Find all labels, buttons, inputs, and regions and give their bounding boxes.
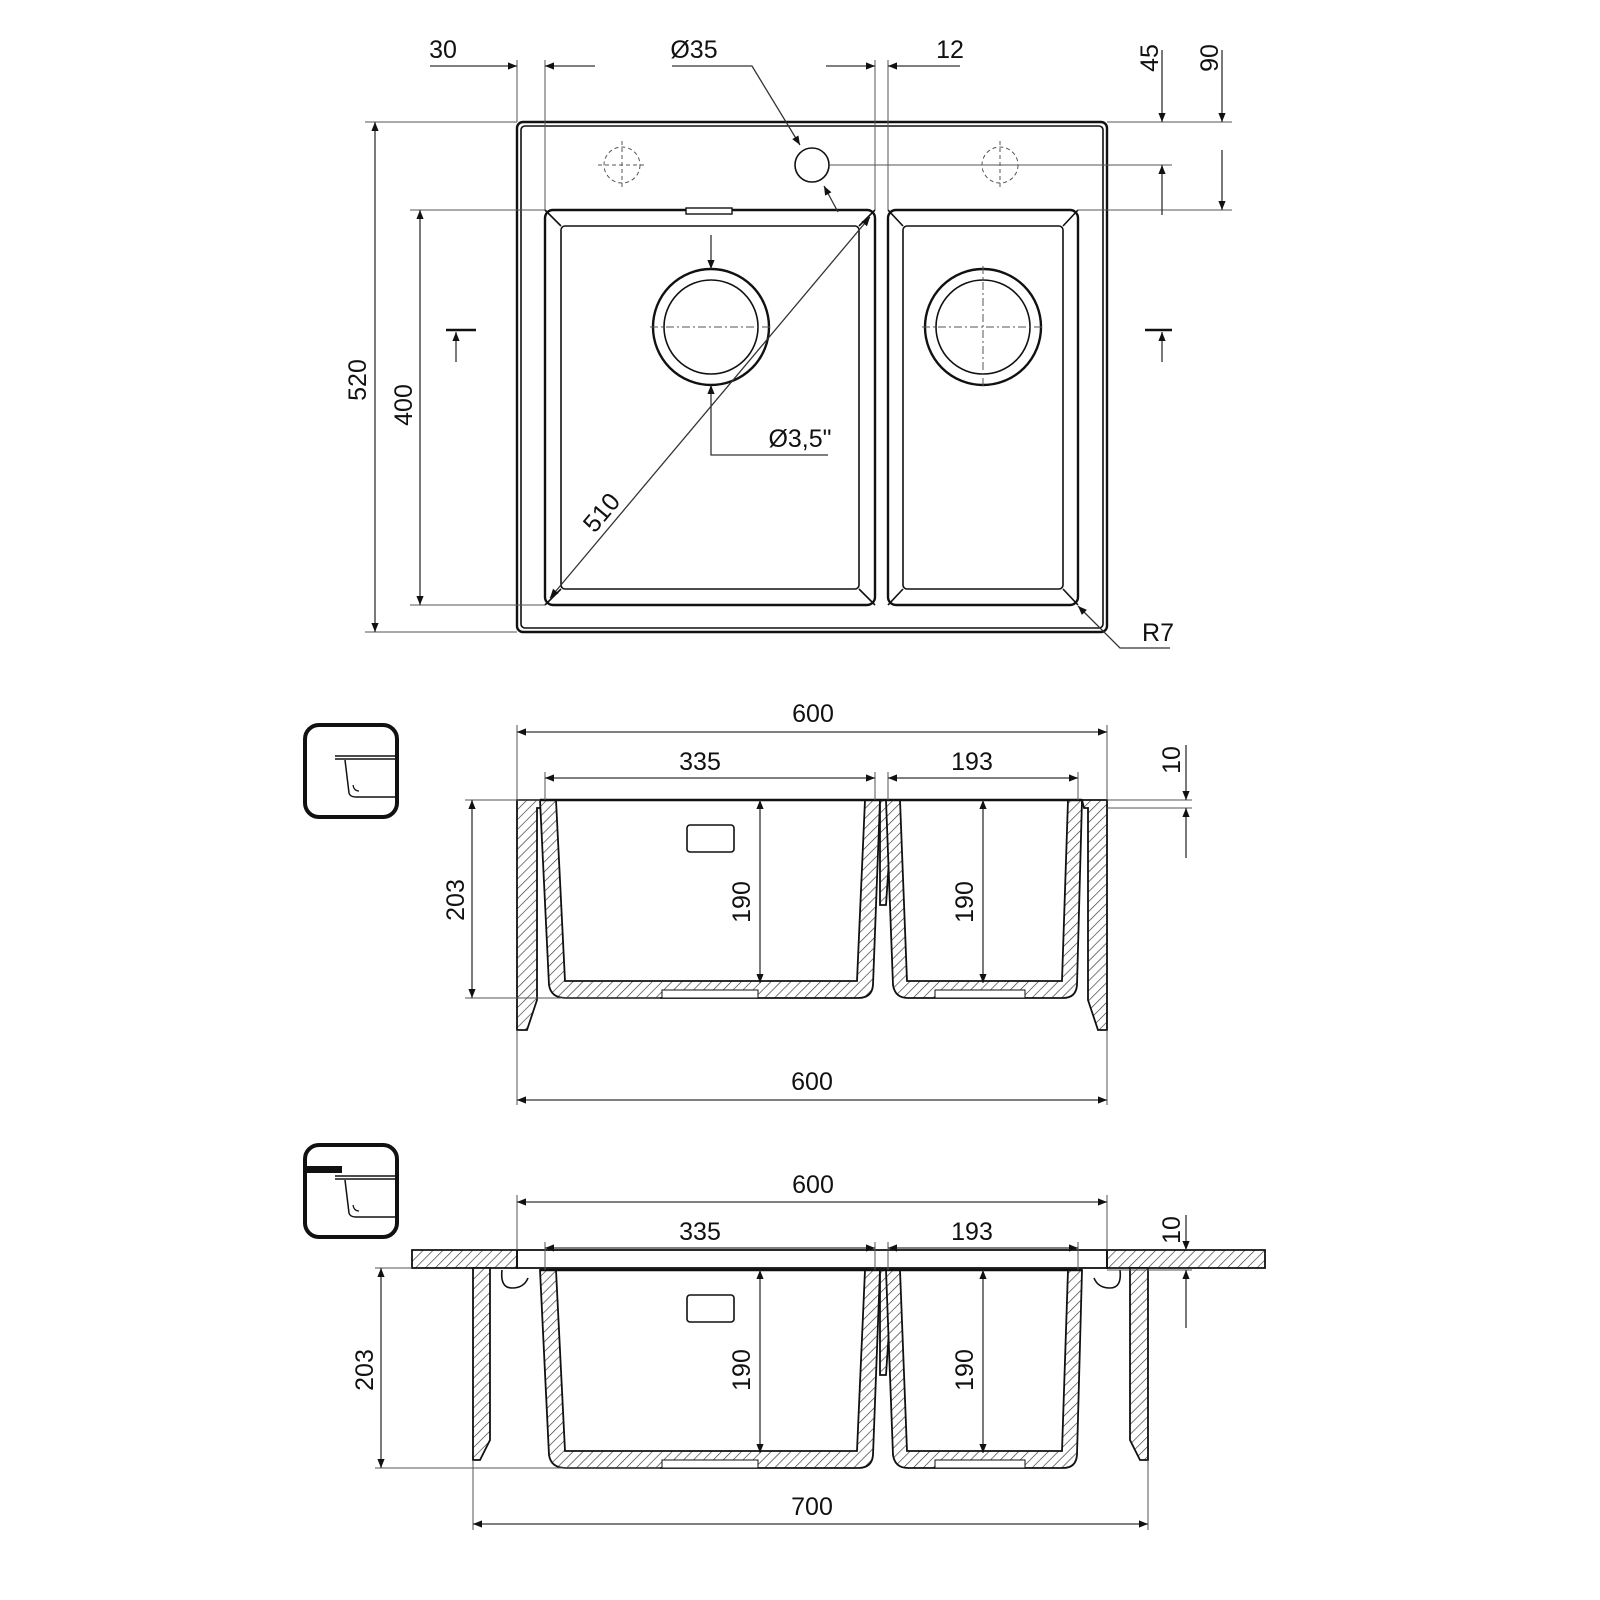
dim-small-depth: 190 (951, 881, 979, 923)
dim-overall-top: 600 (792, 700, 834, 728)
sink-outline (515, 120, 1109, 634)
section-undermount: 600 335 193 10 203 190 190 600 (303, 700, 1192, 1105)
dim-tap-hole-y: 45 (1136, 44, 1164, 72)
clip-icon (1093, 1269, 1122, 1289)
inset-installation-icon (303, 1143, 399, 1239)
dim-main-depth: 190 (728, 881, 756, 923)
dim-flange: 10 (1158, 1216, 1186, 1244)
tap-hole-icon (794, 147, 830, 183)
dim-bowl-depth: 400 (390, 384, 418, 426)
dim-height: 203 (351, 1349, 379, 1391)
dim-small-bowl: 193 (951, 748, 993, 776)
overflow-icon (685, 207, 733, 215)
dim-main-bowl: 335 (679, 1218, 721, 1246)
section-marker-right (1145, 328, 1172, 362)
dim-tap-hole-diameter: Ø35 (670, 36, 717, 64)
dim-main-bowl: 335 (679, 748, 721, 776)
plan-view: 30 12 Ø35 45 90 520 400 Ø3,5" 510 R7 (344, 36, 1232, 649)
undermount-installation-icon (303, 723, 399, 819)
dim-cabinet: 700 (791, 1493, 833, 1521)
section-inset: 600 335 193 10 203 190 190 700 (303, 1143, 1266, 1530)
dim-small-bowl: 193 (951, 1218, 993, 1246)
dim-small-depth: 190 (951, 1349, 979, 1391)
dim-diagonal: 510 (578, 488, 626, 538)
clip-icon (500, 1269, 529, 1289)
dim-flange: 10 (1158, 746, 1186, 774)
dim-overall-bottom: 600 (791, 1068, 833, 1096)
dim-overall-top: 600 (792, 1171, 834, 1199)
dim-hole-offset: 30 (429, 36, 457, 64)
cabinet-wall-right (1129, 1267, 1149, 1461)
countertop-left (411, 1249, 518, 1269)
countertop-right (1106, 1249, 1266, 1269)
dim-main-depth: 190 (728, 1349, 756, 1391)
dim-drain-diameter: Ø3,5" (768, 425, 831, 453)
cabinet-wall-left (472, 1267, 491, 1461)
dim-radius: R7 (1142, 619, 1174, 647)
dim-height: 203 (442, 879, 470, 921)
section-marker-left (446, 328, 476, 362)
dim-divider: 12 (936, 36, 964, 64)
dim-bowl-offset-y: 90 (1196, 44, 1224, 72)
dim-total-depth: 520 (344, 359, 372, 401)
